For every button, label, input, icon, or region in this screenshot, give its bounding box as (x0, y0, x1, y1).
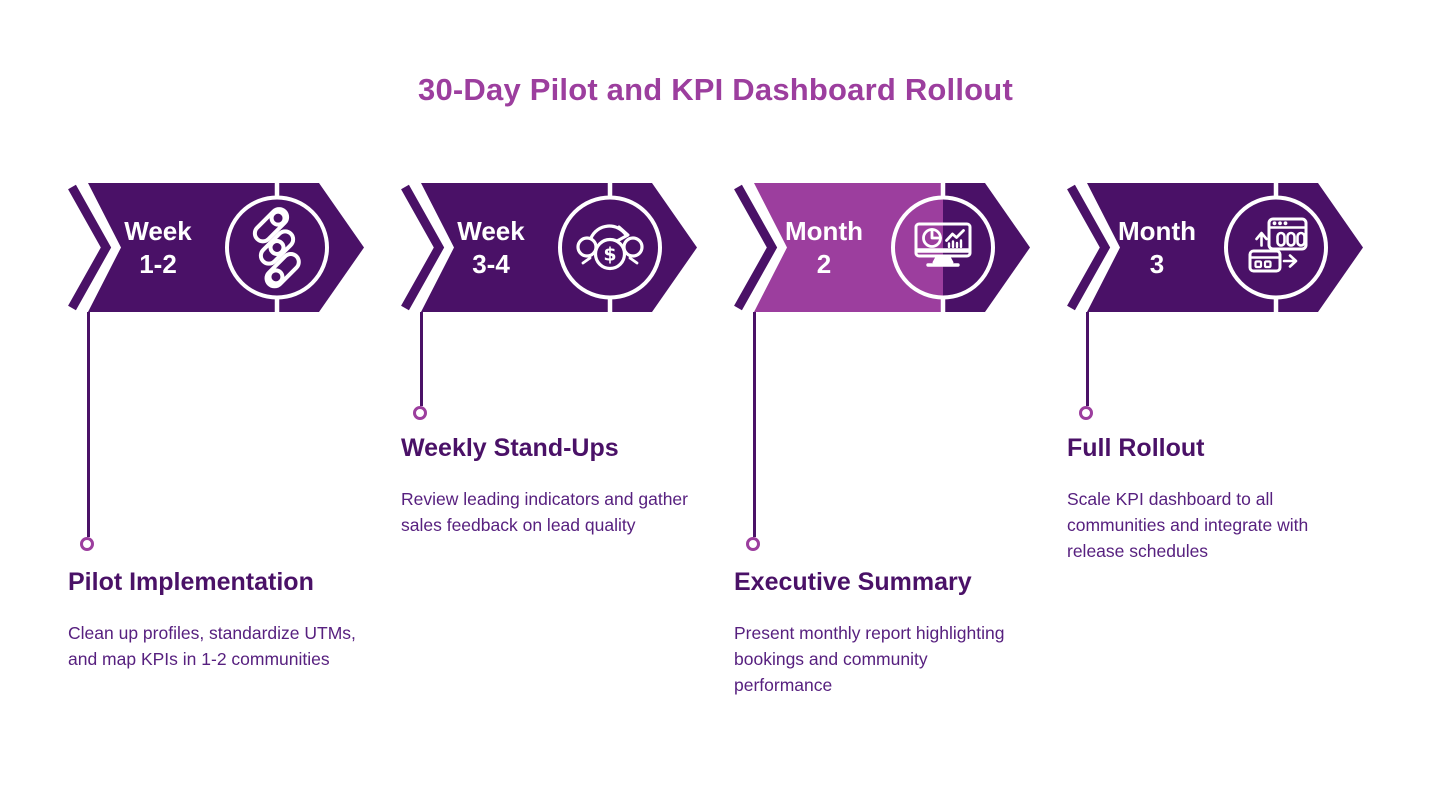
arrow-notch-sliver (734, 184, 778, 311)
icon-ring (558, 195, 662, 300)
icon-ring (225, 195, 329, 300)
stage-label: Month 3 (1091, 183, 1223, 312)
connector-line (86, 312, 90, 537)
milestone-arrow: $ (401, 183, 697, 312)
milestone-arrow (68, 183, 364, 312)
profiles-sliders-icon (252, 207, 301, 289)
connector-line (1085, 312, 1089, 406)
dollar-symbol: $ (603, 244, 616, 266)
kpi-dashboard-monitor-icon (914, 222, 972, 267)
stage-week-1-2: Week 1-2 Pilot Implementation Clean up p… (68, 183, 368, 801)
connector-dot (80, 537, 94, 551)
stage-label-line2: 2 (816, 248, 832, 279)
stage-label-line2: 3-4 (472, 248, 510, 279)
arrow-notch-sliver (401, 184, 445, 311)
stage-label-line1: Week (124, 215, 192, 246)
arrow-tip (1276, 183, 1363, 312)
connector-line (752, 312, 756, 537)
stage-label: Month 2 (758, 183, 890, 312)
stage-description: Review leading indicators and gather sal… (401, 489, 688, 535)
stage-description: Clean up profiles, standardize UTMs, and… (68, 623, 356, 669)
stage-label-line1: Week (457, 215, 525, 246)
stage-month-2: Month 2 Executive Summary Present monthl… (734, 183, 1034, 801)
arrow-notch-sliver (1067, 184, 1111, 311)
stage-heading: Pilot Implementation (68, 568, 314, 596)
icon-ring (1224, 195, 1328, 300)
stage-heading: Weekly Stand-Ups (401, 434, 619, 462)
arrow-notch-sliver (68, 184, 112, 311)
milestone-arrow (734, 183, 1030, 312)
icon-ring (891, 195, 995, 300)
connector-dot (1079, 406, 1093, 420)
milestone-arrow (1067, 183, 1363, 312)
stage-description: Scale KPI dashboard to all communities a… (1067, 489, 1309, 561)
stage-heading: Executive Summary (734, 568, 972, 596)
arrow-body (421, 183, 610, 312)
arrow-tip (610, 183, 697, 312)
arrow-body (754, 183, 943, 312)
budget-cycle-icon: $ (576, 224, 644, 271)
stage-label-line1: Month (785, 215, 863, 246)
page-title: 30-Day Pilot and KPI Dashboard Rollout (418, 72, 1013, 107)
release-integration-icon (1248, 217, 1308, 273)
arrow-body (1087, 183, 1276, 312)
arrow-body (88, 183, 277, 312)
stage-month-3: Month 3 Full Rollout Scale KPI dashboard… (1067, 183, 1367, 801)
stage-label: Week 1-2 (92, 183, 224, 312)
stage-heading: Full Rollout (1067, 434, 1205, 462)
stage-label: Week 3-4 (425, 183, 557, 312)
stage-label-line2: 3 (1149, 248, 1165, 279)
stage-label-line2: 1-2 (139, 248, 177, 279)
stage-week-3-4: $ Week 3-4 Weekly Stand-Ups Review leadi… (401, 183, 701, 801)
connector-dot (746, 537, 760, 551)
connector-line (419, 312, 423, 406)
connector-dot (413, 406, 427, 420)
stage-description: Present monthly report highlighting book… (734, 623, 1005, 695)
arrow-tip (277, 183, 364, 312)
arrow-tip (943, 183, 1030, 312)
stage-label-line1: Month (1118, 215, 1196, 246)
